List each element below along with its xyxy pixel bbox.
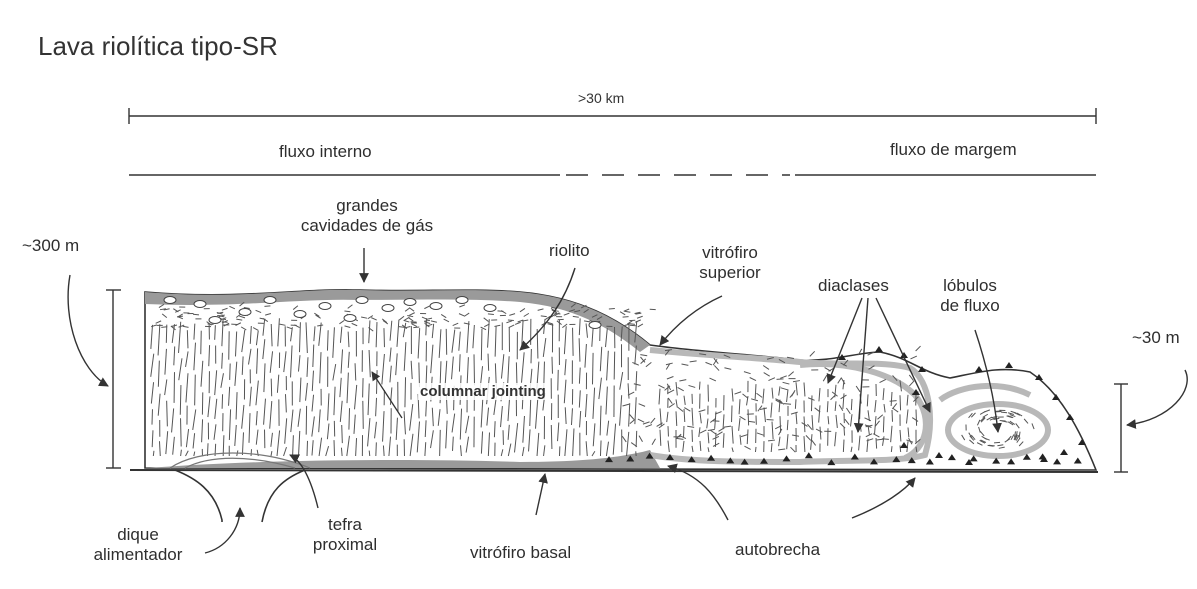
tephra-label: tefra proximal — [300, 515, 390, 554]
feeder-dike-label: dique alimentador — [78, 525, 198, 564]
arrow-autobreccia-2 — [852, 478, 915, 518]
arrow-upper-vitrophyre — [660, 296, 722, 345]
upper-vitrophyre-label-line2: superior — [680, 263, 780, 283]
thickness-bar-right — [1114, 384, 1128, 472]
feeder-dike-label-line1: dique — [78, 525, 198, 545]
thickness-right-label: ~30 m — [1132, 328, 1180, 348]
thickness-left-label: ~300 m — [22, 236, 79, 256]
upper-vitrophyre-label-line1: vitrófiro — [680, 243, 780, 263]
joints-label: diaclases — [818, 276, 889, 296]
upper-vitrophyre-label: vitrófiro superior — [680, 243, 780, 282]
flow-lobes-label-line2: de fluxo — [930, 296, 1010, 316]
arrow-right-thickness — [1127, 370, 1187, 425]
margin-flow-label: fluxo de margem — [890, 140, 1017, 160]
diagram-title: Lava riolítica tipo-SR — [38, 32, 278, 62]
columnar-jointing-label: columnar jointing — [418, 383, 548, 400]
scale-length-label: >30 km — [578, 90, 624, 106]
inner-flow-label: fluxo interno — [279, 142, 372, 162]
flow-lobes-label: lóbulos de fluxo — [930, 276, 1010, 315]
rhyolite-label: riolito — [549, 241, 590, 261]
arrow-autobreccia-1 — [668, 466, 728, 520]
arrow-left-thickness — [68, 275, 108, 386]
gas-cavities-label-line1: grandes — [292, 196, 442, 216]
arrow-dike — [205, 508, 240, 553]
arrow-basal-vitrophyre — [536, 474, 545, 515]
autobreccia-label: autobrecha — [735, 540, 820, 560]
gas-cavities-label-line2: cavidades de gás — [292, 216, 442, 236]
flow-lobes-label-line1: lóbulos — [930, 276, 1010, 296]
thickness-bar-left — [106, 290, 121, 468]
feeder-dike-label-line2: alimentador — [78, 545, 198, 565]
gas-cavities-label: grandes cavidades de gás — [292, 196, 442, 235]
basal-vitrophyre-label: vitrófiro basal — [470, 543, 571, 563]
tephra-label-line1: tefra — [300, 515, 390, 535]
tephra-label-line2: proximal — [300, 535, 390, 555]
scale-bar — [129, 108, 1096, 124]
